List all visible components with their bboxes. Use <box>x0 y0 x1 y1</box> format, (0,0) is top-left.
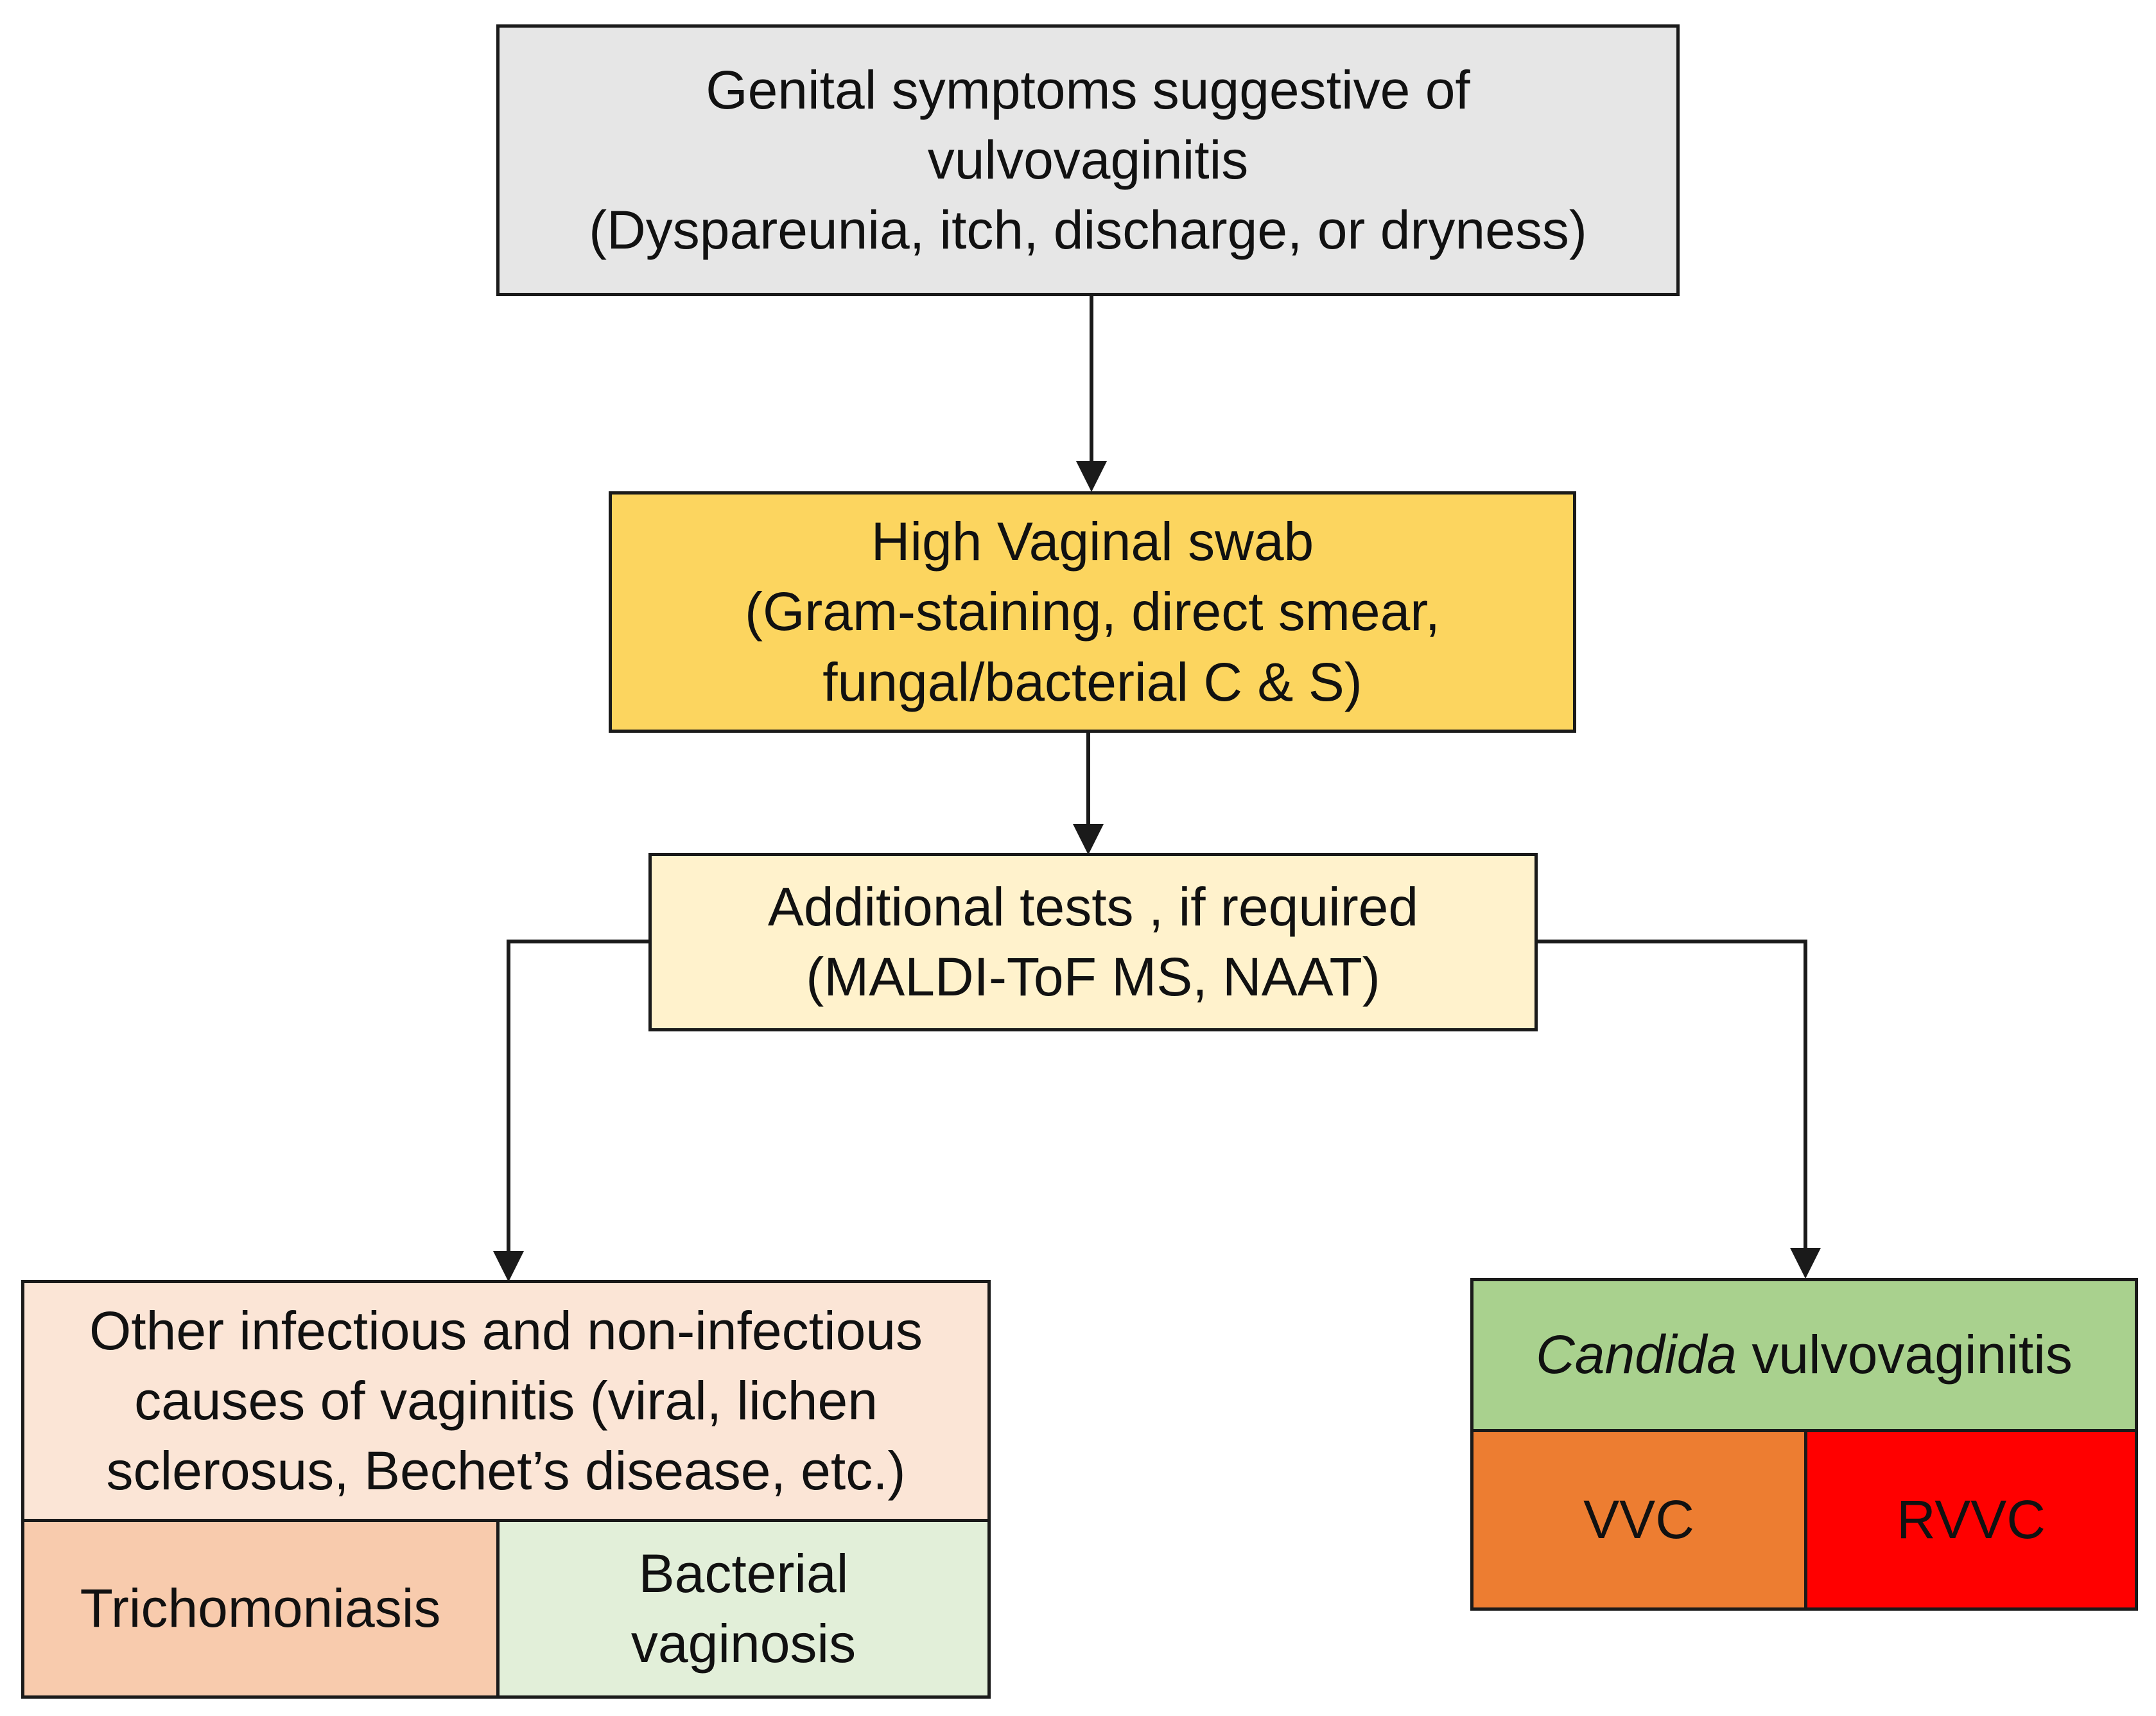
arrow-additional-to-candida <box>1537 940 1821 1279</box>
bacterial-line-1: Bacterial <box>638 1543 849 1604</box>
trichomoniasis-cell: Trichomoniasis <box>21 1519 500 1699</box>
additional-tests-box: Additional tests , if required (MALDI-To… <box>648 853 1538 1031</box>
swab-box: High Vaginal swab (Gram-staining, direct… <box>609 491 1576 733</box>
other-causes-box: Other infectious and non-infectious caus… <box>21 1280 991 1522</box>
vvc-label: VVC <box>1583 1489 1694 1550</box>
other-line-3: sclerosus, Bechet’s disease, etc.) <box>106 1440 906 1502</box>
additional-line-2: (MALDI-ToF MS, NAAT) <box>806 947 1380 1007</box>
rvvc-cell: RVVC <box>1804 1429 2138 1611</box>
swab-line-3: fungal/bacterial C & S) <box>822 651 1362 712</box>
candida-italic: Candida <box>1536 1324 1737 1385</box>
candida-rest: vulvovaginitis <box>1737 1324 2073 1385</box>
symptoms-line-1: Genital symptoms suggestive of <box>706 59 1470 120</box>
candida-box: Candida vulvovaginitis <box>1470 1278 2138 1432</box>
symptoms-line-2: vulvovaginitis <box>927 129 1249 190</box>
other-line-2: causes of vaginitis (viral, lichen <box>134 1370 878 1431</box>
trichomoniasis-label: Trichomoniasis <box>80 1578 441 1639</box>
vvc-cell: VVC <box>1470 1429 1807 1611</box>
swab-line-1: High Vaginal swab <box>871 511 1314 572</box>
bacterial-line-2: vaginosis <box>630 1613 856 1674</box>
other-line-1: Other infectious and non-infectious <box>89 1300 923 1361</box>
rvvc-label: RVVC <box>1897 1489 2046 1550</box>
swab-line-2: (Gram-staining, direct smear, <box>745 581 1440 642</box>
bacterial-vaginosis-cell: Bacterial vaginosis <box>496 1519 991 1699</box>
symptoms-box: Genital symptoms suggestive of vulvovagi… <box>496 24 1680 296</box>
arrow-additional-to-other <box>493 940 648 1282</box>
symptoms-line-3: (Dyspareunia, itch, discharge, or drynes… <box>589 200 1587 261</box>
candida-label: Candida vulvovaginitis <box>1536 1320 2073 1390</box>
additional-line-1: Additional tests , if required <box>767 876 1419 937</box>
